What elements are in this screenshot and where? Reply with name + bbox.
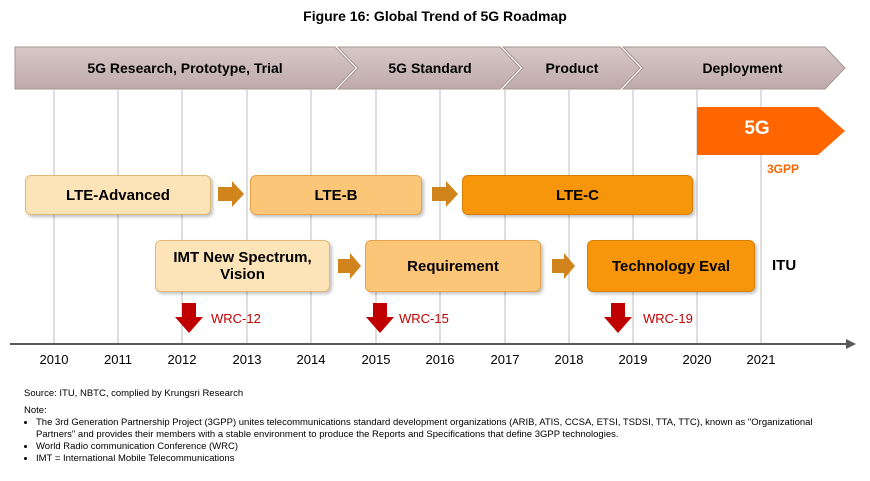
timeline-arrowhead bbox=[846, 339, 856, 349]
source-text: Source: ITU, NBTC, complied by Krungsri … bbox=[24, 388, 244, 399]
phase-label-product: Product bbox=[545, 60, 599, 76]
notes-section: Source: ITU, NBTC, complied by Krungsri … bbox=[24, 388, 844, 465]
requirement-box: Requirement bbox=[365, 240, 541, 292]
phase-label-standard: 5G Standard bbox=[388, 60, 472, 76]
wrc-arrow-12 bbox=[175, 303, 203, 333]
imt-spectrum-box: IMT New Spectrum, Vision bbox=[155, 240, 330, 292]
lte-b-box: LTE-B bbox=[250, 175, 422, 215]
figure-title: Figure 16: Global Trend of 5G Roadmap bbox=[303, 8, 567, 24]
year-label: 2011 bbox=[104, 352, 132, 367]
note-item: IMT = International Mobile Telecommunica… bbox=[36, 453, 844, 465]
note-item: The 3rd Generation Partnership Project (… bbox=[36, 417, 844, 441]
wrc-arrow-19 bbox=[604, 303, 632, 333]
year-label: 2018 bbox=[554, 352, 584, 367]
phase-chevron-product bbox=[501, 46, 641, 90]
itu-org-label: ITU bbox=[772, 257, 797, 274]
fiveg-label: 5G bbox=[744, 118, 770, 139]
phase-chevron-standard bbox=[336, 46, 521, 90]
year-label: 2015 bbox=[361, 352, 391, 367]
fiveg-arrow bbox=[697, 107, 845, 155]
phase-chevron-deployment bbox=[621, 46, 846, 90]
lte-c-box: LTE-C bbox=[462, 175, 693, 215]
year-label: 2012 bbox=[167, 352, 197, 367]
note-list: The 3rd Generation Partnership Project (… bbox=[24, 417, 844, 465]
wrc-label-15: WRC-15 bbox=[399, 311, 449, 326]
phase-label-deployment: Deployment bbox=[702, 60, 783, 76]
year-label: 2021 bbox=[746, 352, 776, 367]
note-heading: Note: bbox=[24, 405, 47, 416]
year-label: 2019 bbox=[618, 352, 648, 367]
year-label: 2013 bbox=[232, 352, 262, 367]
technology-eval-box: Technology Eval bbox=[587, 240, 755, 292]
wrc-label-19: WRC-19 bbox=[643, 311, 693, 326]
note-item: World Radio communication Conference (WR… bbox=[36, 441, 844, 453]
lte-advanced-box: LTE-Advanced bbox=[25, 175, 211, 215]
year-label: 2014 bbox=[296, 352, 326, 367]
itu-arrow-1 bbox=[338, 253, 361, 279]
year-label: 2016 bbox=[425, 352, 455, 367]
phase-chevron-research bbox=[14, 46, 356, 90]
itu-arrow-2 bbox=[552, 253, 575, 279]
year-label: 2017 bbox=[490, 352, 520, 367]
wrc-arrow-15 bbox=[366, 303, 394, 333]
fiveg-org-label: 3GPP bbox=[766, 162, 799, 176]
year-gridlines bbox=[53, 90, 762, 344]
year-label: 2020 bbox=[682, 352, 712, 367]
lte-arrow-1 bbox=[218, 181, 244, 207]
year-label: 2010 bbox=[39, 352, 69, 367]
phase-label-research: 5G Research, Prototype, Trial bbox=[87, 60, 283, 76]
wrc-label-12: WRC-12 bbox=[211, 311, 261, 326]
lte-arrow-2 bbox=[432, 181, 458, 207]
